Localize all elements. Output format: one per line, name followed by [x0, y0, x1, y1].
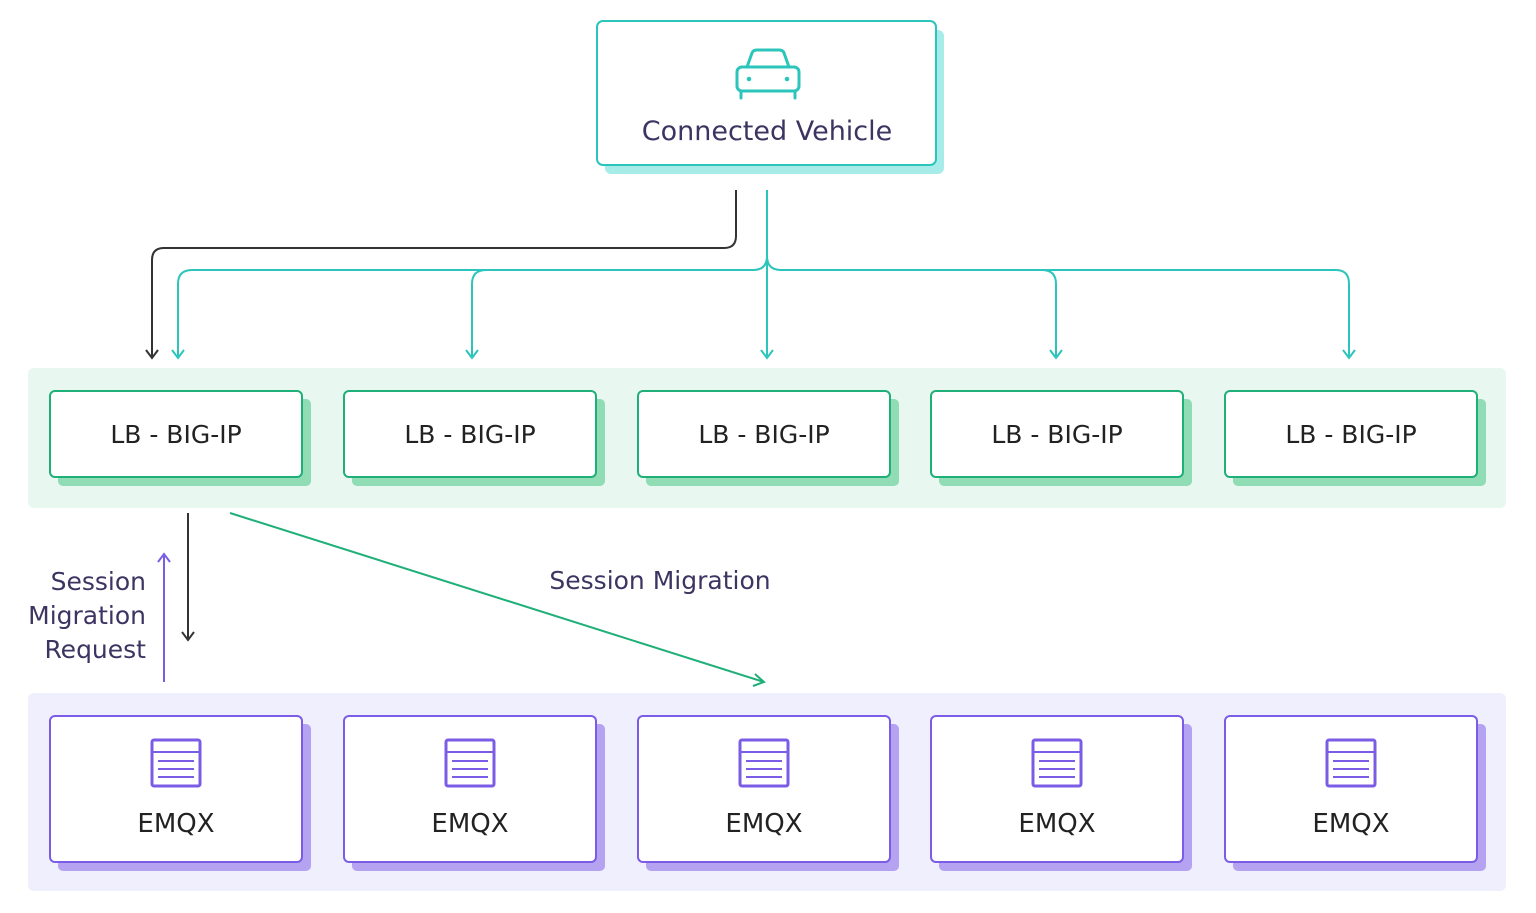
smr-line-1: Session	[51, 567, 146, 596]
lb-node-1: LB - BIG-IP	[49, 390, 311, 486]
broker-node-3: EMQX	[637, 715, 899, 871]
smr-line-2: Migration	[28, 601, 146, 630]
vehicle-to-lb-teal-connectors	[171, 190, 1356, 360]
lb-label: LB - BIG-IP	[698, 420, 829, 449]
lb-node-3: LB - BIG-IP	[637, 390, 899, 486]
car-icon	[735, 48, 801, 100]
lb-label: LB - BIG-IP	[991, 420, 1122, 449]
lb-node-2: LB - BIG-IP	[343, 390, 605, 486]
server-icon	[1031, 738, 1083, 788]
session-migration-arrowhead	[752, 673, 766, 687]
vehicle-label: Connected Vehicle	[642, 116, 893, 147]
lb-node-5: LB - BIG-IP	[1224, 390, 1486, 486]
server-icon	[444, 738, 496, 788]
server-icon	[738, 738, 790, 788]
server-icon	[150, 738, 202, 788]
broker-label: EMQX	[431, 809, 508, 839]
broker-node-2: EMQX	[343, 715, 605, 871]
broker-node-1: EMQX	[49, 715, 311, 871]
broker-label: EMQX	[137, 809, 214, 839]
lb-to-broker-dark-arrowhead	[181, 631, 195, 642]
broker-node-5: EMQX	[1224, 715, 1486, 871]
lb-label: LB - BIG-IP	[110, 420, 241, 449]
session-migration-line	[229, 512, 765, 683]
connected-vehicle-node: Connected Vehicle	[596, 20, 944, 174]
server-icon	[1325, 738, 1377, 788]
session-migration-label: Session Migration	[549, 566, 770, 595]
session-migration-request-arrowhead	[157, 552, 171, 563]
lb-label: LB - BIG-IP	[1285, 420, 1416, 449]
vehicle-to-lb1-dark-arrowhead	[145, 349, 159, 360]
session-migration-request-label: Session Migration Request	[28, 567, 146, 664]
broker-label: EMQX	[725, 809, 802, 839]
broker-node-4: EMQX	[930, 715, 1192, 871]
broker-label: EMQX	[1312, 809, 1389, 839]
broker-label: EMQX	[1018, 809, 1095, 839]
lb-label: LB - BIG-IP	[404, 420, 535, 449]
smr-line-3: Request	[44, 635, 146, 664]
lb-node-4: LB - BIG-IP	[930, 390, 1192, 486]
vehicle-to-lb1-dark-line	[151, 190, 737, 356]
